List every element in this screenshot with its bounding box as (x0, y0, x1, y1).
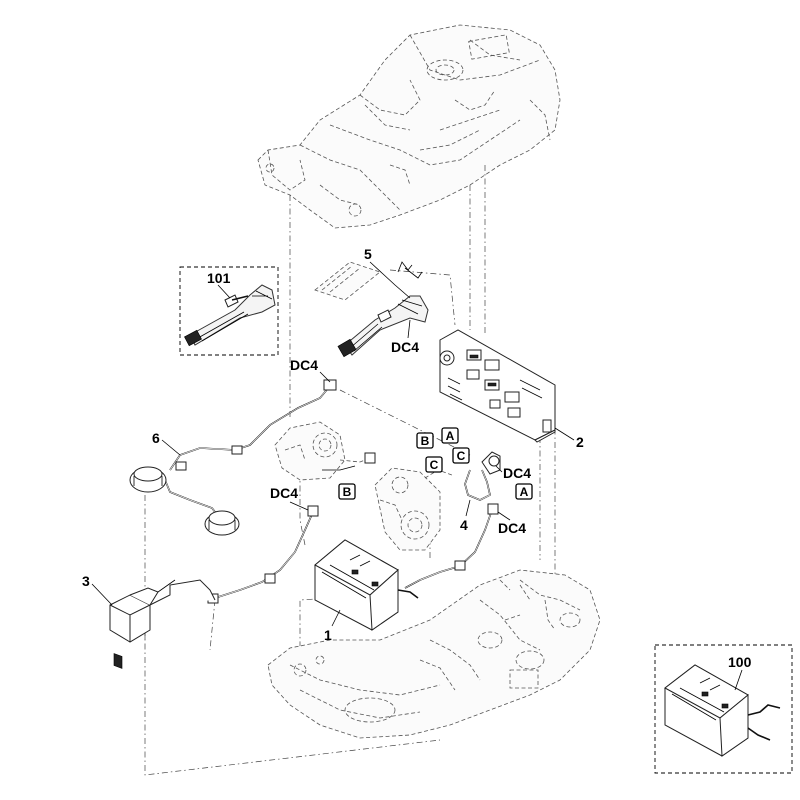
label-part-101: 101 (207, 270, 231, 286)
connector-bracket-3 (109, 579, 216, 669)
label-part-3: 3 (82, 573, 90, 589)
label-dc4-sensor: DC4 (503, 465, 531, 481)
sensor-plate-5 (314, 261, 381, 301)
tag-b-lower: B (338, 483, 356, 500)
drive-motor-left-ghost (274, 421, 376, 481)
assembly-lines (144, 165, 556, 776)
tag-a-lower: A (515, 483, 533, 500)
cable-a-to-battery (404, 503, 499, 589)
part-100-frame (654, 644, 793, 774)
tag-a-upper: A (441, 427, 459, 444)
cable-b-to-battery (207, 505, 319, 604)
label-part-6: 6 (152, 430, 160, 446)
label-dc4-left: DC4 (270, 485, 298, 501)
svg-text:B: B (421, 434, 430, 448)
cable-harness-6 (129, 379, 337, 536)
tag-c-left: C (425, 456, 443, 473)
tag-c-right: C (452, 447, 470, 464)
hall-sensor-right (204, 510, 240, 536)
lower-chassis-ghost (267, 569, 601, 739)
label-dc4-upper: DC4 (290, 357, 318, 373)
label-part-5: 5 (364, 246, 372, 262)
svg-text:A: A (446, 429, 455, 443)
ribbon-cable-101 (184, 284, 276, 347)
sensor-loop-4 (464, 451, 501, 501)
battery-1 (314, 539, 419, 631)
hall-sensor-left (129, 466, 167, 493)
label-dc4-ribbon: DC4 (391, 339, 419, 355)
wire-clip-5 (397, 261, 423, 279)
upper-housing-ghost (257, 24, 561, 229)
drive-motor-right-ghost (374, 467, 453, 551)
svg-text:C: C (457, 449, 466, 463)
svg-text:C: C (430, 458, 439, 472)
label-part-1: 1 (324, 627, 332, 643)
tag-b-upper: B (416, 432, 434, 449)
battery-100 (664, 664, 781, 757)
control-board-2 (439, 329, 556, 443)
svg-text:A: A (520, 485, 529, 499)
ribbon-cable-5 (337, 295, 429, 358)
svg-text:B: B (343, 485, 352, 499)
part-101-frame (179, 266, 279, 356)
label-part-2: 2 (576, 434, 584, 450)
label-dc4-right: DC4 (498, 520, 526, 536)
label-part-100: 100 (728, 654, 752, 670)
label-part-4: 4 (460, 517, 468, 533)
